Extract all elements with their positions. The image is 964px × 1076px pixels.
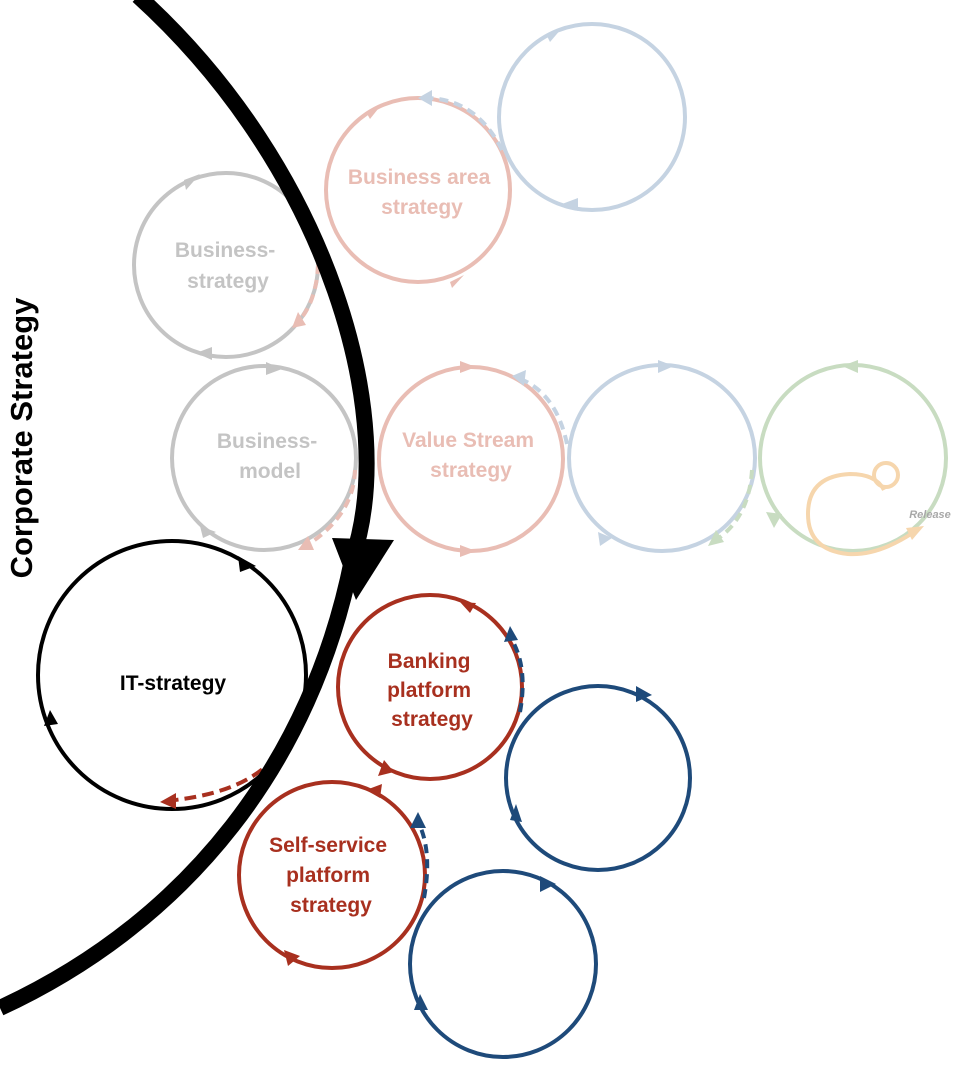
value-stream-strategy-label: Value Stream strategy (402, 429, 540, 482)
link-banking-to-team-a-arrow (504, 626, 518, 642)
delivery-cycle-faded-ring (758, 363, 948, 553)
business-model-line-1: Business- (217, 430, 317, 453)
release-loop-arrow (906, 526, 924, 540)
team-cycle-a-arrow-top (636, 686, 652, 702)
business-area-strategy-line-2: strategy (381, 196, 463, 219)
business-area-strategy-label: Business area strategy (348, 166, 496, 219)
link-value-stream-to-team-mid (517, 376, 569, 445)
delivery-cycle-faded-arrow-a (842, 360, 858, 373)
business-strategy-line-2: strategy (187, 270, 269, 293)
team-cycle-mid-faded-arrow-a (658, 360, 674, 373)
team-cycle-mid-faded-arrow-b (598, 532, 612, 546)
team-cycle-top-faded (497, 22, 687, 212)
self-service-platform-line-3: strategy (290, 894, 372, 917)
corporate-strategy-title: Corporate Strategy (4, 297, 39, 579)
business-model-arrow-top (266, 362, 282, 375)
business-strategy-label: Business- strategy (175, 239, 281, 293)
banking-platform-line-3: strategy (391, 708, 473, 731)
it-strategy-ring (36, 539, 308, 811)
business-strategy-arrow-bottom (196, 347, 212, 360)
banking-platform-arrow-bottom (378, 760, 394, 776)
business-area-strategy-cycle: Business area strategy (324, 96, 512, 288)
business-area-arrow-top (366, 104, 382, 119)
delivery-cycle-faded (758, 360, 948, 553)
business-model-cycle: Business- model (170, 362, 358, 552)
business-strategy-cycle: Business- strategy (132, 171, 320, 360)
delivery-cycle-faded-arrow-b (766, 512, 782, 528)
business-area-strategy-line-1: Business area (348, 166, 491, 189)
banking-platform-strategy-cycle: Banking platform strategy (336, 593, 524, 781)
team-cycle-b (408, 869, 598, 1059)
self-service-platform-line-2: platform (286, 864, 370, 887)
self-service-platform-strategy-cycle: Self-service platform strategy (237, 780, 427, 970)
banking-platform-ring (336, 593, 524, 781)
self-service-platform-line-1: Self-service (269, 834, 387, 857)
team-cycle-top-faded-arrow-a (546, 28, 562, 42)
team-cycle-top-faded-ring (497, 22, 687, 212)
corporate-strategy-arc (0, 0, 394, 1016)
team-cycle-mid-faded-ring (567, 363, 757, 553)
link-self-service-to-team-b-arrow (410, 812, 426, 828)
value-stream-strategy-cycle: Value Stream strategy (377, 361, 565, 557)
business-strategy-arrow-top (184, 174, 200, 190)
business-strategy-line-1: Business- (175, 239, 275, 262)
banking-platform-arrow-top (460, 602, 476, 613)
business-model-ring (170, 364, 358, 552)
team-cycle-a (504, 684, 692, 872)
it-strategy-arrow-left (44, 710, 58, 726)
link-business-area-to-team-top (424, 96, 504, 151)
link-business-model-to-it (304, 469, 357, 548)
team-cycle-top-faded-arrow-b (562, 198, 578, 211)
business-area-arrow-bottom (450, 275, 464, 288)
team-cycle-a-arrow-left (510, 804, 522, 822)
self-service-platform-arrow-bottom (284, 950, 300, 966)
self-service-platform-label: Self-service platform strategy (269, 834, 393, 917)
it-strategy-cycle: IT-strategy (36, 539, 308, 811)
value-stream-strategy-line-1: Value Stream (402, 429, 534, 452)
value-stream-arrow-bottom (460, 545, 476, 557)
business-area-strategy-ring (324, 96, 512, 284)
corporate-strategy-arc-arrowhead (332, 538, 394, 600)
faded-cycles: Business- strategy Business area strateg… (132, 22, 951, 557)
it-strategy-line-1: IT-strategy (120, 672, 227, 695)
team-cycle-a-ring (504, 684, 692, 872)
banking-platform-line-2: platform (387, 679, 471, 702)
link-value-stream-to-team-mid-arrow (512, 370, 526, 386)
business-model-arrow-bottom (200, 526, 216, 538)
team-cycle-mid-faded (567, 360, 757, 553)
value-stream-arrow-top (460, 361, 476, 373)
link-business-strategy-to-model-arrow (292, 312, 306, 328)
business-model-line-2: model (239, 460, 301, 483)
banking-platform-line-1: Banking (388, 650, 471, 673)
link-banking-to-team-a (510, 639, 525, 713)
release-loop-path (805, 471, 916, 557)
link-business-area-to-team-top-arrow (418, 90, 432, 106)
link-business-model-to-it-arrow (298, 536, 314, 550)
self-service-platform-arrow-top (366, 784, 382, 798)
release-label: Release (909, 509, 951, 521)
team-cycle-b-ring (408, 869, 598, 1059)
banking-platform-label: Banking platform strategy (387, 650, 477, 731)
it-strategy-arrow-top (238, 556, 256, 572)
business-model-label: Business- model (217, 430, 323, 483)
release-loop: Release (805, 461, 951, 557)
it-strategy-label: IT-strategy (120, 672, 227, 695)
link-self-service-to-team-b (418, 825, 430, 899)
value-stream-strategy-line-2: strategy (430, 459, 512, 482)
release-loop-knot (872, 461, 900, 489)
link-team-mid-to-green-arrow (708, 530, 724, 546)
team-cycle-b-arrow-top (540, 876, 556, 892)
team-cycle-b-arrow-left (414, 994, 428, 1010)
link-banking-to-it-arrow (160, 793, 176, 809)
